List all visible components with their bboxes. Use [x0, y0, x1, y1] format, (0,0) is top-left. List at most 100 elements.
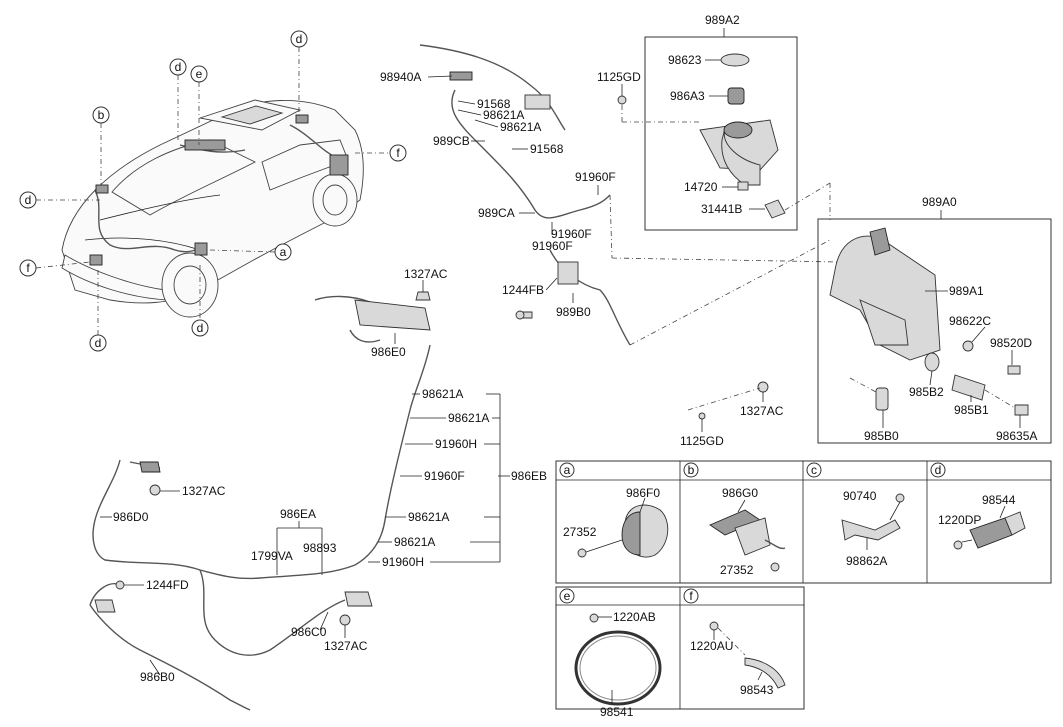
- circle-letter-icon: [389, 144, 407, 162]
- label-98940A: 98940A: [380, 70, 421, 84]
- label-986C0: 986C0: [291, 625, 327, 639]
- circle-letter-icon: [683, 588, 699, 604]
- callout-d-bottomright: d: [191, 319, 209, 337]
- fasteners-mid: [687, 381, 769, 432]
- svg-text:f: f: [689, 589, 693, 603]
- label-1244FB: 1244FB: [502, 283, 544, 297]
- label-1220AU: 1220AU: [690, 639, 733, 653]
- svg-text:d: d: [935, 463, 942, 477]
- circle-letter-icon: [806, 462, 822, 478]
- cell-c-header: c: [806, 462, 822, 478]
- svg-text:b: b: [98, 108, 105, 122]
- label-989A1: 989A1: [949, 284, 984, 298]
- cell-a-parts: [577, 497, 669, 558]
- label-31441B: 31441B: [701, 202, 742, 216]
- circle-letter-icon: [19, 191, 37, 209]
- label-14720: 14720: [684, 180, 718, 194]
- label-1327AC-mid: 1327AC: [740, 404, 784, 418]
- label-91960H-b: 91960H: [382, 555, 424, 569]
- callout-d-bottom: d: [89, 334, 107, 352]
- label-1220AB: 1220AB: [613, 610, 656, 624]
- callout-a: a: [274, 243, 292, 261]
- callout-d-topleft: d: [169, 58, 187, 76]
- label-91960F-c: 91960F: [532, 239, 573, 253]
- cell-e-header: e: [559, 588, 575, 604]
- label-985B2: 985B2: [909, 385, 944, 399]
- label-98623: 98623: [668, 53, 702, 67]
- cell-a-header: a: [559, 462, 575, 478]
- svg-text:d: d: [197, 321, 204, 335]
- circle-letter-icon: [19, 259, 37, 277]
- svg-text:d: d: [175, 60, 182, 74]
- label-989CA: 989CA: [478, 206, 515, 220]
- label-986F0: 986F0: [626, 486, 660, 500]
- cell-b-header: b: [683, 462, 699, 478]
- box-989A0: [817, 210, 1052, 444]
- box-989A2: [617, 28, 831, 231]
- label-1327AC-top: 1327AC: [404, 267, 448, 281]
- callout-f-left: f: [19, 259, 37, 277]
- car-callout-leaders: [35, 47, 390, 335]
- label-1125GD-top: 1125GD: [597, 70, 641, 84]
- svg-text:e: e: [564, 589, 571, 603]
- label-98621A-a: 98621A: [483, 108, 524, 122]
- label-989A2: 989A2: [705, 13, 740, 27]
- label-989CB: 989CB: [433, 134, 470, 148]
- label-90740: 90740: [843, 489, 877, 503]
- label-98862A: 98862A: [846, 554, 887, 568]
- circle-letter-icon: [683, 462, 699, 478]
- label-27352-a: 27352: [563, 525, 597, 539]
- label-98621A-e: 98621A: [408, 510, 449, 524]
- cell-e-parts: [574, 613, 662, 706]
- svg-text:f: f: [26, 261, 30, 275]
- label-986D0: 986D0: [113, 510, 149, 524]
- label-91568-b: 91568: [530, 142, 564, 156]
- circle-letter-icon: [930, 462, 946, 478]
- circle-letter-icon: [290, 30, 308, 48]
- label-986B0: 986B0: [140, 670, 175, 684]
- bracket-986EB: [368, 393, 510, 563]
- label-98543: 98543: [740, 683, 774, 697]
- label-98621A-b: 98621A: [500, 120, 541, 134]
- svg-text:c: c: [811, 463, 817, 477]
- label-98621A-f: 98621A: [394, 535, 435, 549]
- cell-b-parts: [709, 499, 786, 572]
- cell-f-header: f: [683, 588, 699, 604]
- label-91960F-b: 91960F: [551, 227, 592, 241]
- lower-harness: [89, 459, 373, 711]
- callout-b: b: [92, 106, 110, 124]
- svg-text:d: d: [296, 32, 303, 46]
- label-91960F-a: 91960F: [575, 170, 616, 184]
- label-1327AC-left: 1327AC: [182, 484, 226, 498]
- label-1327AC-bot: 1327AC: [324, 639, 368, 653]
- label-1799VA: 1799VA: [251, 549, 293, 563]
- svg-text:e: e: [196, 67, 203, 81]
- label-98635A: 98635A: [996, 429, 1037, 443]
- upper-hose-assembly: [419, 44, 841, 346]
- label-98541: 98541: [600, 705, 634, 719]
- svg-text:d: d: [95, 336, 102, 350]
- callout-f-right: f: [389, 144, 407, 162]
- label-985B0: 985B0: [864, 429, 899, 443]
- svg-text:d: d: [25, 193, 32, 207]
- label-91960F-d: 91960F: [424, 469, 465, 483]
- label-98520D: 98520D: [990, 336, 1032, 350]
- cell-c-parts: [841, 493, 905, 550]
- label-986G0: 986G0: [722, 486, 758, 500]
- callout-d-top: d: [290, 30, 308, 48]
- circle-letter-icon: [89, 334, 107, 352]
- svg-text:a: a: [280, 245, 287, 259]
- label-985B1: 985B1: [954, 403, 989, 417]
- circle-letter-icon: [169, 58, 187, 76]
- front-harness: [314, 280, 431, 566]
- label-27352-b: 27352: [720, 563, 754, 577]
- svg-text:b: b: [688, 463, 695, 477]
- cell-d-header: d: [930, 462, 946, 478]
- cell-f-parts: [709, 621, 786, 689]
- label-1125GD-bot: 1125GD: [680, 434, 724, 448]
- label-986E0: 986E0: [371, 345, 406, 359]
- svg-text:f: f: [396, 146, 400, 160]
- circle-letter-icon: [559, 588, 575, 604]
- cell-d-parts: [953, 505, 1026, 550]
